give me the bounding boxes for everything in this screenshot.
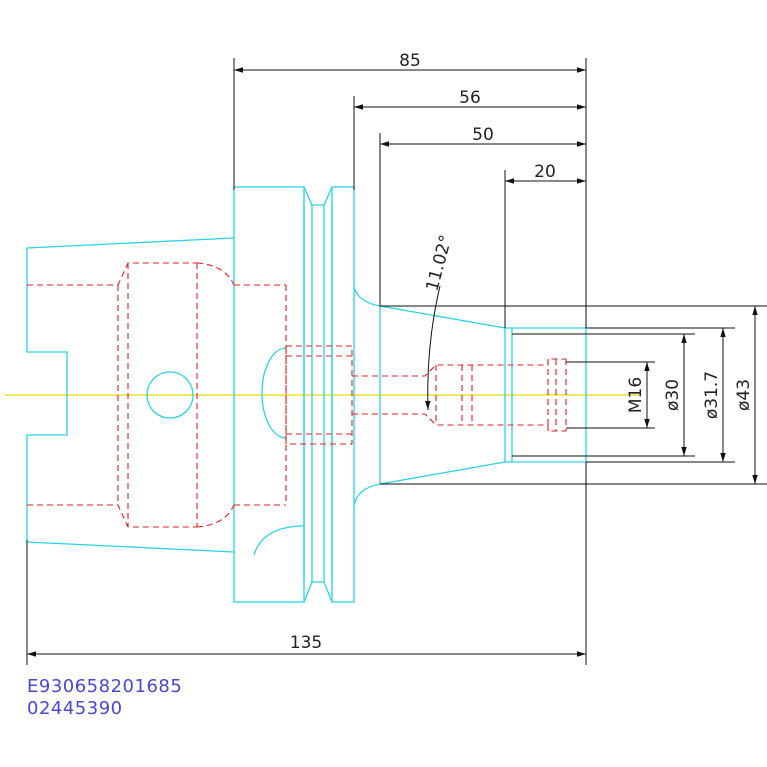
product-code: E930658201685 xyxy=(27,676,183,697)
dim-20-label: 20 xyxy=(534,162,556,182)
dia30-label: ø30 xyxy=(663,379,683,411)
taper-angle-label: 11.02° xyxy=(423,233,457,293)
dim-135-label: 135 xyxy=(290,633,322,653)
dim-56-label: 56 xyxy=(459,88,481,108)
tool-holder-outline xyxy=(26,186,587,603)
m16-label: M16 xyxy=(626,377,646,413)
article-number: 02445390 xyxy=(27,698,123,719)
dim-50-label: 50 xyxy=(472,125,494,145)
dim-85-label: 85 xyxy=(399,51,421,71)
dia43-label: ø43 xyxy=(734,379,754,411)
dimension-lines xyxy=(27,67,758,657)
dia31-7-label: ø31.7 xyxy=(702,371,722,419)
extension-lines xyxy=(26,58,767,665)
hidden-lines xyxy=(27,262,567,528)
